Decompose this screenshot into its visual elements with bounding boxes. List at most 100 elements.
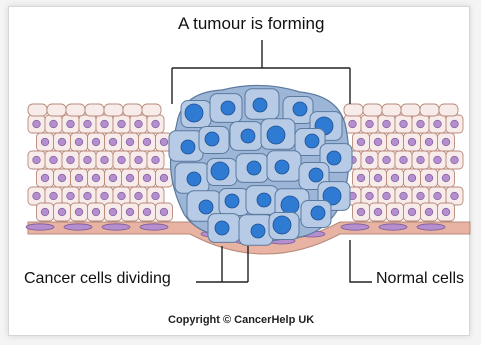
tumour-cell-nucleus [305,134,319,148]
basal-cell-nucleus [379,224,407,230]
normal-cell-nucleus [126,138,134,146]
normal-cell-nucleus [408,208,416,216]
normal-pointer [350,240,372,282]
normal-cell [382,104,401,116]
normal-cell-nucleus [67,120,75,128]
tumour-cell-nucleus [275,160,289,174]
normal-cell-nucleus [101,156,109,164]
normal-cell-nucleus [75,208,83,216]
tumour-cell-nucleus [293,102,307,116]
normal-cell-nucleus [33,192,41,200]
normal-cell-nucleus [143,208,151,216]
normal-cell [401,104,420,116]
normal-cell-nucleus [391,174,399,182]
tumour-cell-nucleus [187,172,201,186]
basal-cell-nucleus [417,224,445,230]
tumour-cell-nucleus [257,193,271,207]
normal-cell-nucleus [75,174,83,182]
tumour-cell-nucleus [205,132,219,146]
normal-cell-nucleus [143,138,151,146]
normal-cell [363,104,382,116]
diagram-title: A tumour is forming [178,14,324,34]
normal-cell-nucleus [425,174,433,182]
normal-cell-nucleus [118,192,126,200]
tumour-cell-nucleus [273,216,291,234]
normal-cell-nucleus [451,120,459,128]
normal-cell-nucleus [374,174,382,182]
normal-cell-nucleus [160,138,168,146]
normal-cell-nucleus [41,174,49,182]
normal-cell-nucleus [366,192,374,200]
normal-cell-nucleus [442,208,450,216]
tumour-cell-nucleus [309,168,323,182]
basal-cell-nucleus [140,224,168,230]
normal-cell-nucleus [391,138,399,146]
normal-cell-nucleus [434,192,442,200]
normal-cell-nucleus [92,174,100,182]
normal-cell-nucleus [101,192,109,200]
normal-cell-nucleus [408,138,416,146]
normal-cell-nucleus [109,208,117,216]
tumour-cell-nucleus [311,206,325,220]
normal-cell [439,104,458,116]
normal-cell [344,104,363,116]
normal-cell-nucleus [152,156,160,164]
normal-cell-nucleus [126,174,134,182]
normal-cell-nucleus [135,192,143,200]
normal-cell-nucleus [84,156,92,164]
normal-cell [66,104,85,116]
normal-cell-nucleus [118,156,126,164]
normal-cell-nucleus [50,156,58,164]
normal-cell-nucleus [357,208,365,216]
normal-cell-nucleus [383,120,391,128]
normal-cell-nucleus [152,192,160,200]
tumour-mass [169,85,352,245]
label-normal-cells: Normal cells [376,270,468,288]
normal-cell-nucleus [442,174,450,182]
normal-cell-nucleus [417,192,425,200]
normal-cell-nucleus [126,208,134,216]
normal-cell-nucleus [451,192,459,200]
normal-cell [142,104,161,116]
normal-cell-nucleus [41,138,49,146]
normal-cell-nucleus [50,192,58,200]
normal-cell-nucleus [374,138,382,146]
normal-cell-nucleus [451,156,459,164]
tumour-cell-nucleus [221,101,235,115]
normal-cell-nucleus [92,208,100,216]
normal-cell-nucleus [135,120,143,128]
normal-cell-nucleus [84,120,92,128]
normal-cell-nucleus [58,138,66,146]
normal-cell-nucleus [434,156,442,164]
normal-cell-nucleus [160,208,168,216]
normal-cell-nucleus [366,156,374,164]
normal-cell-nucleus [349,120,357,128]
normal-cell-nucleus [101,120,109,128]
normal-cell-nucleus [357,174,365,182]
normal-cell-nucleus [408,174,416,182]
tumour-cell-nucleus [211,162,229,180]
tumour-cell-nucleus [253,98,267,112]
basal-cell-nucleus [341,224,369,230]
normal-cell [85,104,104,116]
normal-cell-nucleus [135,156,143,164]
normal-cell-nucleus [67,192,75,200]
normal-cell-nucleus [143,174,151,182]
tumour-cell-nucleus [267,126,285,144]
normal-cell-nucleus [58,174,66,182]
normal-cell-nucleus [383,192,391,200]
normal-cell-nucleus [109,138,117,146]
copyright-text: Copyright © CancerHelp UK [168,314,314,326]
tumour-cell-nucleus [281,196,299,214]
normal-cell-nucleus [75,138,83,146]
normal-cell-nucleus [417,120,425,128]
normal-cell-nucleus [118,120,126,128]
normal-cell-nucleus [58,208,66,216]
normal-cell-nucleus [50,120,58,128]
normal-cell-nucleus [374,208,382,216]
basal-cell-nucleus [26,224,54,230]
tumour-cell-nucleus [327,151,341,165]
tumour-cell-nucleus [241,129,255,143]
label-cancer-cells: Cancer cells dividing [24,270,171,288]
